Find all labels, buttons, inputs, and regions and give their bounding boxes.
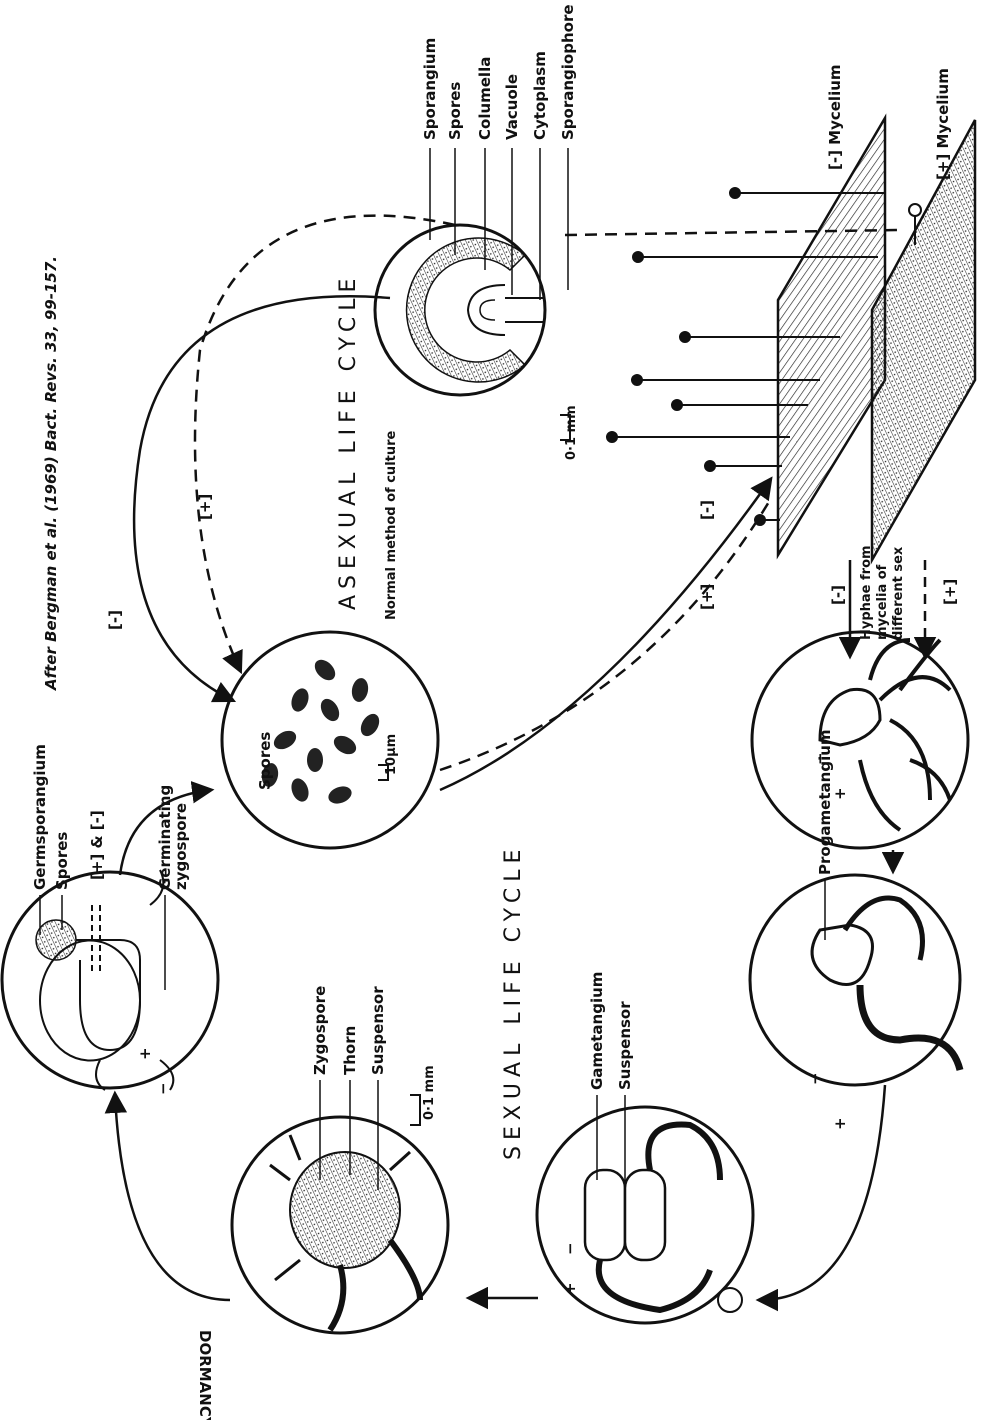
label-zygo-suspensor: Suspensor (369, 986, 387, 1075)
minus-mycelium-label: [-] Mycelium (826, 64, 844, 170)
spores-scale: 10μm (384, 734, 399, 775)
spores-circle (222, 632, 438, 848)
citation-text: After Bergman et al. (1969) Bact. Revs. … (42, 256, 60, 691)
label-spores: Spores (446, 82, 464, 140)
label-germinating-2: zygospore (172, 803, 190, 890)
hyphae-note-3: different sex (891, 546, 906, 640)
sporangium-circle (375, 225, 545, 395)
germ-minus-sign: − (154, 1082, 172, 1095)
label-columella: Columella (476, 57, 494, 140)
gametangium-minus-sign: − (561, 1242, 579, 1255)
label-gametangium: Gametangium (588, 972, 606, 1090)
sign-plus-right: [+] (941, 579, 959, 605)
zygospore-scale: 0·1 mm (422, 1065, 437, 1120)
label-sporangiophore: Sporangiophore (559, 4, 577, 140)
asexual-subtitle: Normal method of culture (384, 430, 399, 620)
sign-minus-right: [-] (829, 585, 847, 605)
spores-label: Spores (256, 732, 274, 790)
sign-plus-mid: [+] (698, 584, 716, 610)
label-plus-and-minus: [+] & [-] (88, 810, 106, 880)
label-cytoplasm: Cytoplasm (531, 51, 549, 140)
label-suspensor: Suspensor (616, 1001, 634, 1090)
plus-mycelium-plane (872, 120, 975, 560)
label-germsporangium: Germsporangium (31, 744, 49, 890)
plus-mycelium-label: [+] Mycelium (934, 68, 952, 180)
label-germ-spores: Spores (53, 832, 71, 890)
hyphae-note-2: mycelia of (875, 564, 890, 640)
progam-minus-sign: − (806, 1072, 824, 1085)
dormancy-label: DORMANCY (196, 1330, 214, 1420)
hyphae-circle (752, 632, 968, 848)
germinating-zygospore-circle (2, 870, 218, 1090)
label-progametangium: Progametangium (816, 729, 834, 875)
label-thorn: Thorn (341, 1026, 359, 1075)
label-zygospore: Zygospore (311, 986, 329, 1075)
hyphae-note-1: Hyphae from (859, 545, 874, 640)
sexual-title: SEXUAL LIFE CYCLE (501, 844, 526, 1160)
zygospore-circle (232, 1117, 448, 1333)
sign-minus-mid: [-] (698, 500, 716, 520)
progametangium-circle (750, 875, 960, 1085)
germ-plus-sign: + (136, 1047, 154, 1060)
mycelium-scale: 0·1 mm (564, 405, 579, 460)
gametangium-plus-sign: + (561, 1282, 579, 1295)
sign-plus-left: [+] (196, 494, 214, 520)
asexual-title: ASEXUAL LIFE CYCLE (336, 273, 361, 610)
zygospore-scale-bar (410, 1095, 420, 1125)
label-sporangium: Sporangium (421, 38, 439, 140)
progam-plus-sign: + (831, 1117, 849, 1130)
label-vacuole: Vacuole (503, 74, 521, 140)
hyphae-plus-sign: + (831, 787, 849, 800)
hyphae-minus-sign: − (811, 752, 829, 765)
sign-minus-left: [-] (106, 610, 124, 630)
